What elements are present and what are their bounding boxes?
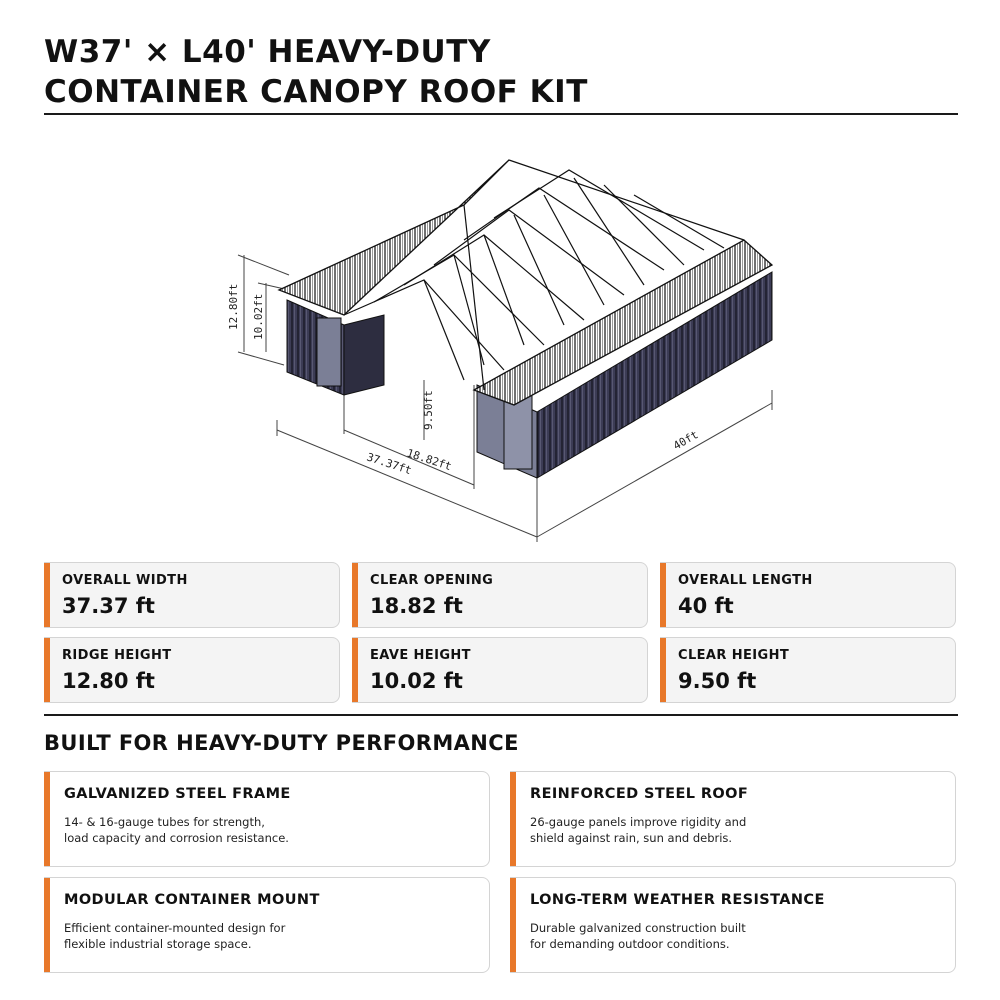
spec-label: OVERALL WIDTH (62, 573, 188, 588)
spec-value: 10.02 ft (370, 669, 463, 693)
spec-value: 12.80 ft (62, 669, 155, 693)
spec-value: 18.82 ft (370, 594, 463, 618)
feature-card-container-mount: MODULAR CONTAINER MOUNT Efficient contai… (44, 877, 490, 973)
spec-label: EAVE HEIGHT (370, 648, 471, 663)
spec-value: 9.50 ft (678, 669, 757, 693)
feature-description: 26-gauge panels improve rigidity and shi… (530, 814, 940, 846)
feature-line: shield against rain, sun and debris. (530, 831, 733, 845)
spec-card-ridge-height: RIDGE HEIGHT 12.80 ft (44, 637, 340, 703)
feature-line: Durable galvanized construction built (530, 921, 746, 935)
feature-line: load capacity and corrosion resistance. (64, 831, 289, 845)
spec-card-overall-width: OVERALL WIDTH 37.37 ft (44, 562, 340, 628)
feature-description: Durable galvanized construction built fo… (530, 920, 940, 952)
right-container-doors (503, 394, 533, 470)
feature-description: Efficient container-mounted design for f… (64, 920, 474, 952)
dim-clear-height: 9.50ft (422, 390, 435, 430)
dim-overall-length: 40ft (671, 428, 700, 453)
title-line-1: W37' × L40' HEAVY-DUTY (44, 34, 491, 70)
page-title: W37' × L40' HEAVY-DUTY CONTAINER CANOPY … (44, 32, 956, 112)
feature-card-steel-frame: GALVANIZED STEEL FRAME 14- & 16-gauge tu… (44, 771, 490, 867)
feature-line: 14- & 16-gauge tubes for strength, (64, 815, 265, 829)
dim-clear-opening: 18.82ft (405, 446, 453, 473)
feature-title: MODULAR CONTAINER MOUNT (64, 892, 320, 908)
feature-title: GALVANIZED STEEL FRAME (64, 786, 291, 802)
left-container-side (343, 314, 385, 396)
section-divider (44, 714, 958, 716)
spec-value: 40 ft (678, 594, 734, 618)
section-heading: BUILT FOR HEAVY-DUTY PERFORMANCE (44, 731, 519, 755)
feature-title: LONG-TERM WEATHER RESISTANCE (530, 892, 825, 908)
roof-panel-left (277, 159, 510, 316)
feature-line: 26-gauge panels improve rigidity and (530, 815, 747, 829)
canopy-technical-drawing: 12.80ft 10.02ft 9.50ft 18.82ft 37.37ft 4… (227, 159, 774, 542)
spec-label: CLEAR OPENING (370, 573, 494, 588)
feature-line: for demanding outdoor conditions. (530, 937, 730, 951)
spec-label: OVERALL LENGTH (678, 573, 813, 588)
spec-value: 37.37 ft (62, 594, 155, 618)
feature-card-weather-resistance: LONG-TERM WEATHER RESISTANCE Durable gal… (510, 877, 956, 973)
feature-description: 14- & 16-gauge tubes for strength, load … (64, 814, 474, 846)
spec-card-eave-height: EAVE HEIGHT 10.02 ft (352, 637, 648, 703)
feature-line: flexible industrial storage space. (64, 937, 252, 951)
feature-line: Efficient container-mounted design for (64, 921, 286, 935)
title-divider (44, 113, 958, 115)
roof-panel-right (472, 239, 774, 406)
spec-card-clear-height: CLEAR HEIGHT 9.50 ft (660, 637, 956, 703)
dim-ridge-height: 12.80ft (227, 284, 240, 330)
left-container-doors (316, 317, 342, 387)
right-container-side (536, 271, 773, 479)
spec-card-clear-opening: CLEAR OPENING 18.82 ft (352, 562, 648, 628)
spec-card-overall-length: OVERALL LENGTH 40 ft (660, 562, 956, 628)
title-line-2: CONTAINER CANOPY ROOF KIT (44, 74, 588, 110)
dim-eave-height: 10.02ft (252, 294, 265, 340)
feature-title: REINFORCED STEEL ROOF (530, 786, 749, 802)
spec-label: RIDGE HEIGHT (62, 648, 172, 663)
feature-card-steel-roof: REINFORCED STEEL ROOF 26-gauge panels im… (510, 771, 956, 867)
spec-label: CLEAR HEIGHT (678, 648, 790, 663)
roof-trusses (343, 159, 745, 391)
